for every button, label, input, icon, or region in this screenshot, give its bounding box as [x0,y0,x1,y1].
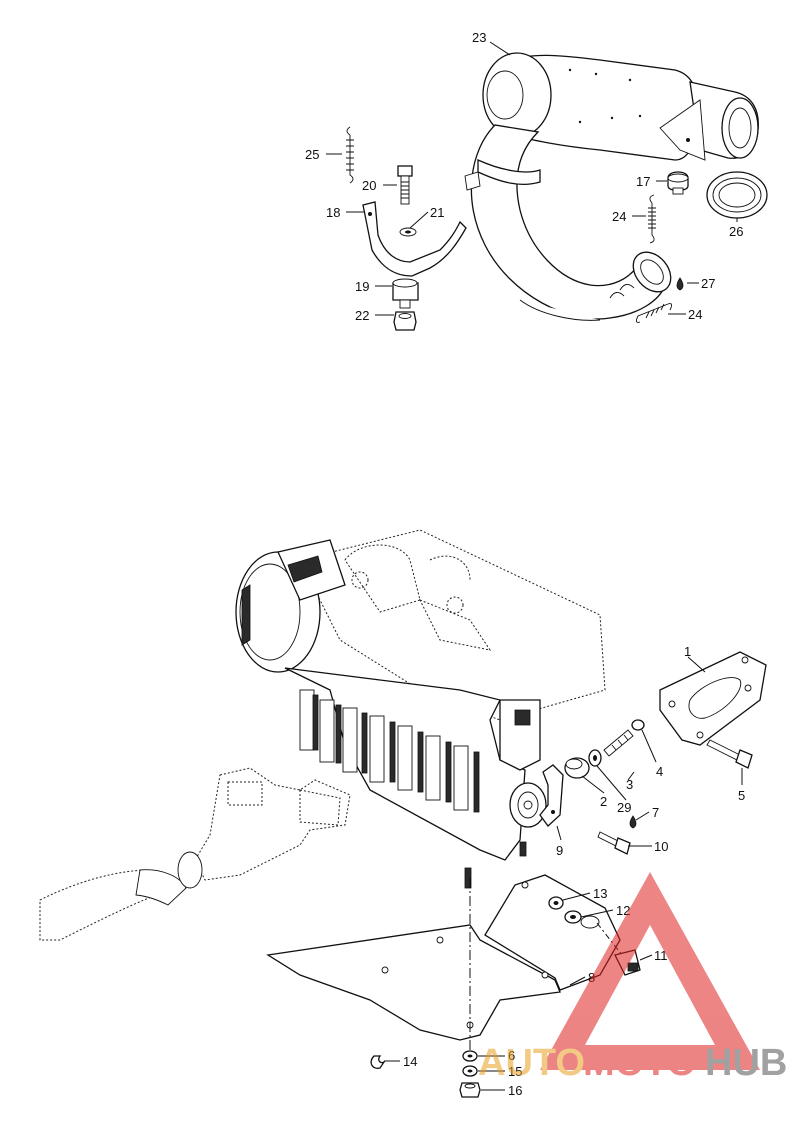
part-5-bolt [706,739,753,769]
part-15-washer [462,1065,478,1077]
callout-3: 3 [626,777,633,792]
part-16-nut [459,1082,481,1098]
part-17-bumper [667,171,689,195]
callout-22: 22 [355,308,369,323]
muffler-assembly [464,52,759,321]
part-20-bolt [397,165,413,205]
callout-6: 6 [508,1048,515,1063]
callout-19: 19 [355,279,369,294]
callout-29: 29 [617,800,631,815]
warning-triangle-icon [540,872,760,1070]
part-8-skid-plate [266,874,621,1041]
part-27-drop-icon [676,277,684,291]
callout-27: 27 [701,276,715,291]
watermark-auto: AUTO [478,1042,585,1084]
callout-25: 25 [305,147,319,162]
part-22-nut [393,311,417,331]
callout-labels: 23 25 20 18 21 19 22 17 24 26 27 24 1 3 … [305,30,745,1098]
callout-17: 17 [636,174,650,189]
watermark-hub: HUB [705,1042,787,1084]
callout-23: 23 [472,30,486,45]
callout-24-lower: 24 [688,307,702,322]
part-13-grommet [548,896,564,910]
callout-7: 7 [652,805,659,820]
part-7-drop-icon [629,815,637,829]
callout-21: 21 [430,205,444,220]
watermark-moto: MOTO [583,1042,696,1084]
callout-26: 26 [729,224,743,239]
part-12-washer [564,910,582,924]
callout-13: 13 [593,886,607,901]
part-24-spring-lower [635,303,673,323]
callout-9: 9 [556,843,563,858]
part-14-clip [370,1055,386,1069]
callout-24-upper: 24 [612,209,626,224]
engine-assembly [235,529,606,889]
part-18-bracket [362,201,467,277]
part-24-spring-upper [648,194,656,244]
part-6-washer [462,1050,478,1062]
part-19-mount [392,278,419,309]
part-2-rubber-bumper [564,757,590,779]
callout-20: 20 [362,178,376,193]
part-3-stud [603,729,634,757]
callout-15: 15 [508,1064,522,1079]
callout-1: 1 [684,644,691,659]
part-10-bolt [597,831,631,855]
part-29-washer [588,749,602,767]
part-1-mount-plate [659,651,767,746]
callout-11: 11 [654,948,668,963]
leader-lines [326,41,743,1091]
callout-4: 4 [656,764,663,779]
part-26-gasket [706,171,768,219]
callout-2: 2 [600,794,607,809]
part-9-bracket [539,764,564,827]
part-4-nut [631,719,645,731]
callout-18: 18 [326,205,340,220]
callout-5: 5 [738,788,745,803]
exhaust-manifold-phantom [39,767,351,941]
part-25-spring [346,126,354,184]
callout-14: 14 [403,1054,417,1069]
callout-10: 10 [654,839,668,854]
callout-16: 16 [508,1083,522,1098]
watermark: AUTO MOTO HUB [478,872,787,1084]
